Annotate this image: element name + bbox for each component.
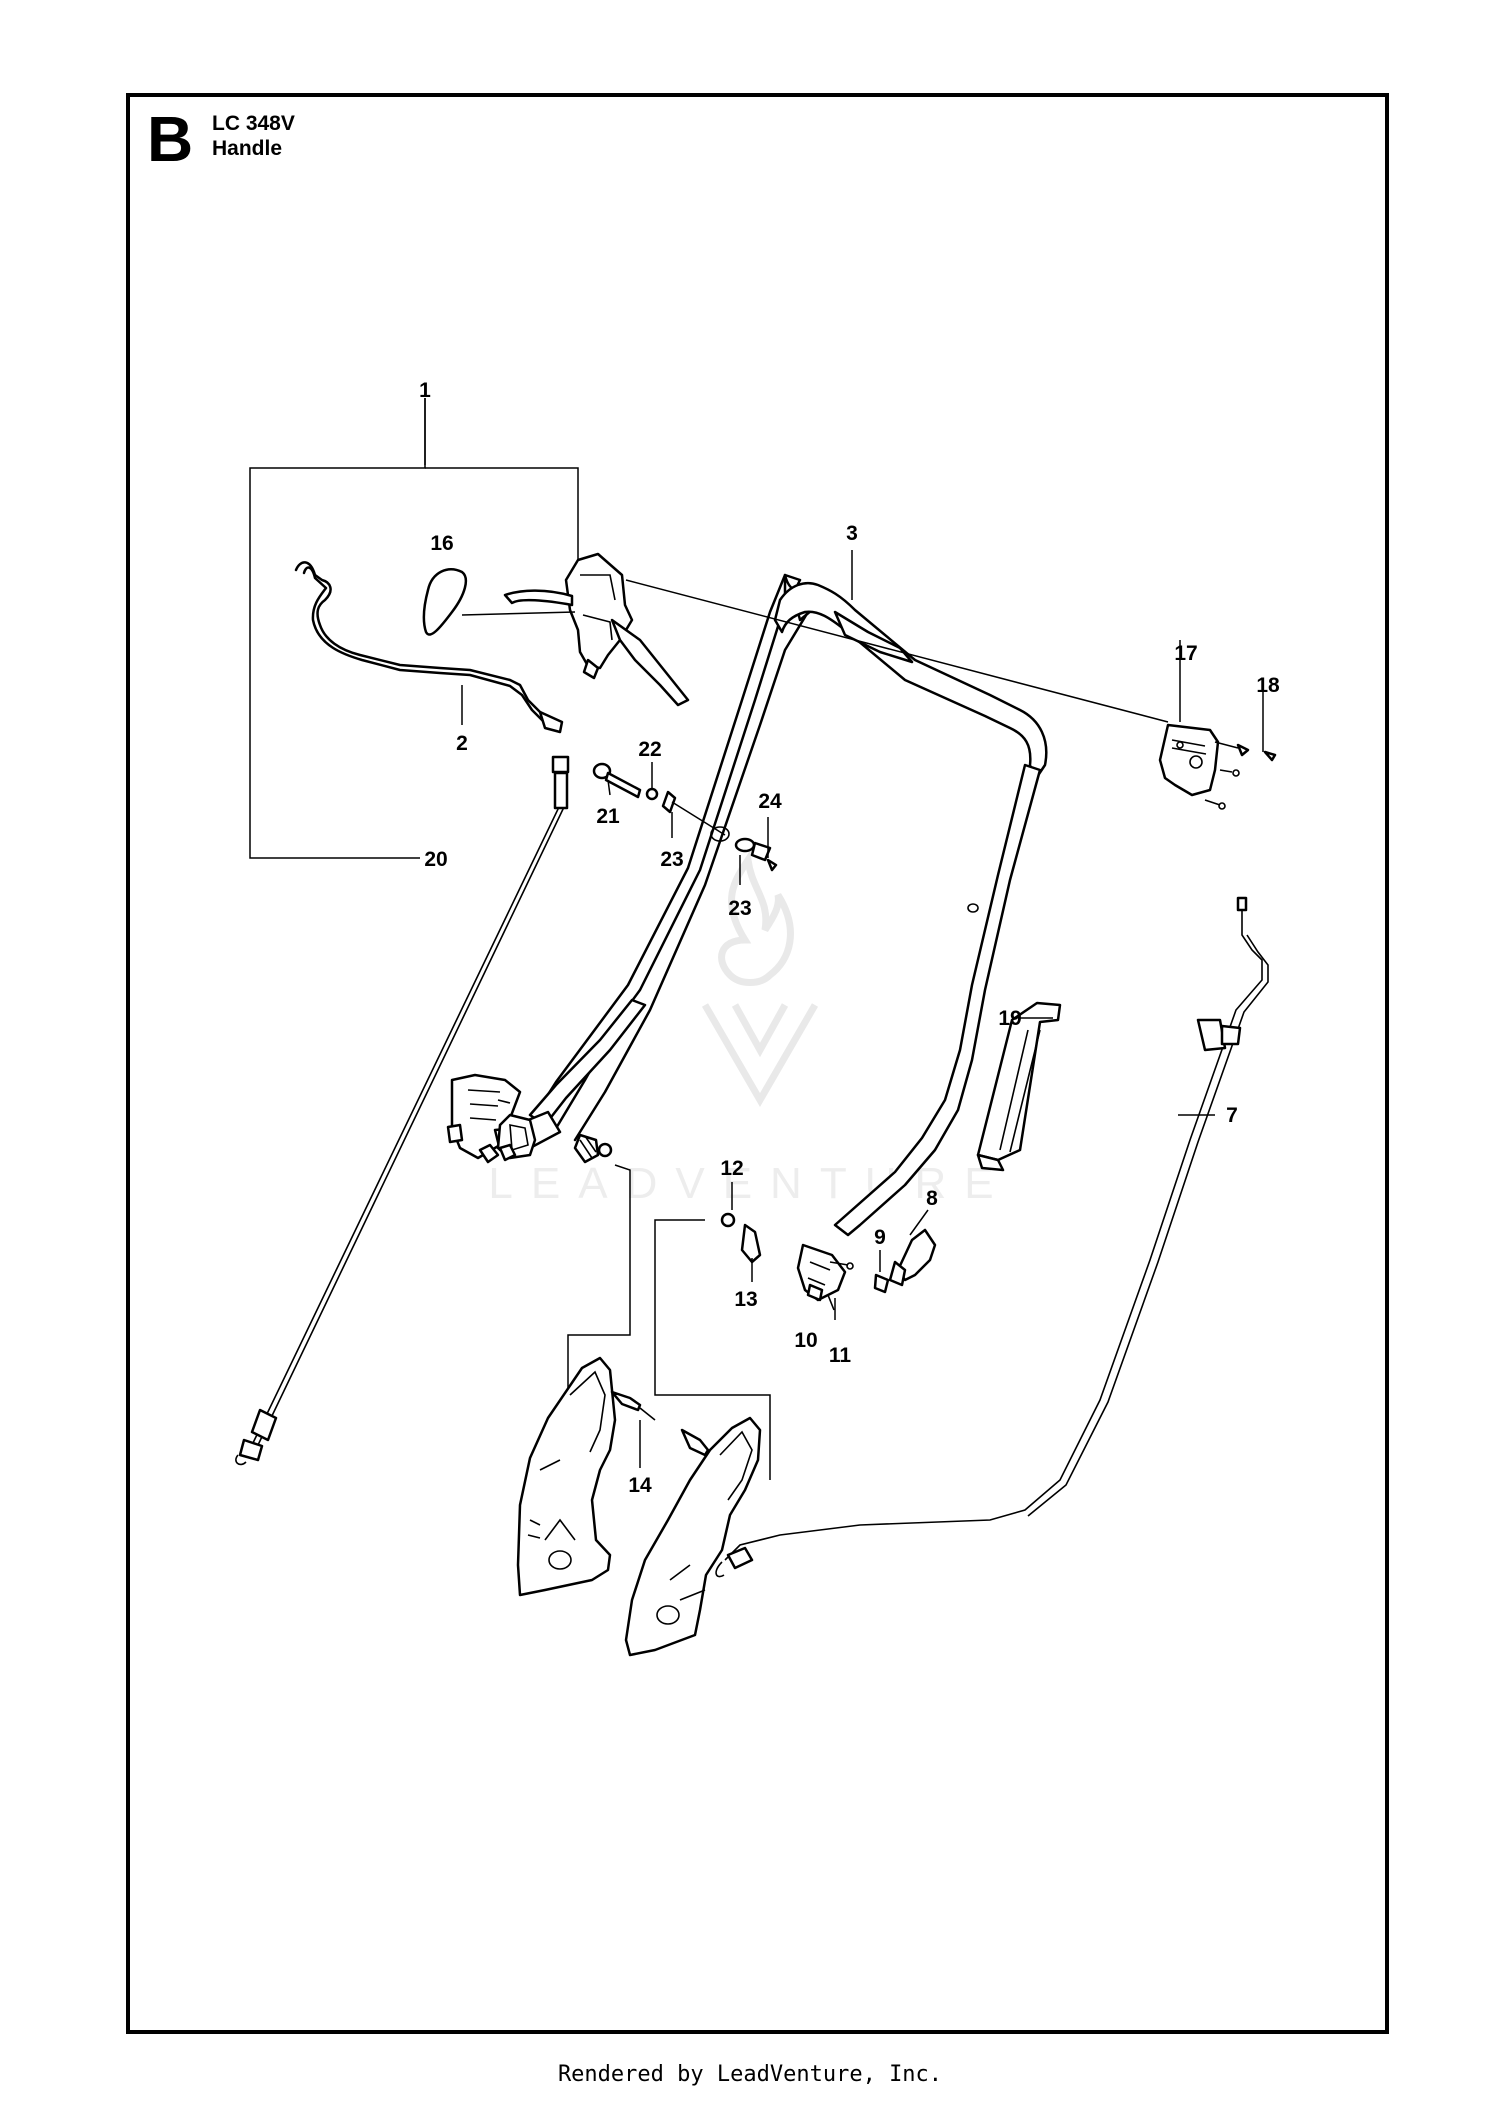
right-pivot-plate <box>624 1416 762 1657</box>
callout-8: 8 <box>926 1187 938 1210</box>
callout-3: 3 <box>846 522 858 545</box>
callout-14: 14 <box>628 1474 652 1497</box>
left-height-adjuster <box>446 1073 613 1164</box>
upper-handle-bar <box>533 573 1048 1237</box>
section-letter: B <box>147 103 194 175</box>
assembly-line-control <box>625 579 1169 723</box>
watermark-logo <box>701 850 819 1107</box>
callout-20: 20 <box>424 848 447 871</box>
callout-22: 22 <box>638 738 661 761</box>
callout-1: 1 <box>419 379 431 402</box>
callout-7: 7 <box>1226 1104 1238 1127</box>
model-name: LC 348V <box>212 112 295 135</box>
throttle-cable <box>235 755 570 1466</box>
right-height-adjuster <box>720 1212 937 1311</box>
lower-left-handle <box>514 998 647 1150</box>
callout-23a: 23 <box>660 848 683 871</box>
callout-19: 19 <box>998 1007 1021 1030</box>
control-rod <box>294 561 564 734</box>
assembly-brackets <box>567 1164 771 1480</box>
callout-13: 13 <box>734 1288 757 1311</box>
footer-credit: Rendered by LeadVenture, Inc. <box>557 2062 943 2087</box>
callout-17: 17 <box>1174 642 1197 665</box>
handle-cap <box>422 568 468 636</box>
callout-9: 9 <box>874 1226 886 1249</box>
callout-10: 10 <box>794 1329 817 1352</box>
drive-cable <box>715 896 1269 1578</box>
callout-16: 16 <box>430 532 453 555</box>
callout-21: 21 <box>596 805 620 828</box>
callout-2: 2 <box>456 732 468 755</box>
cable-bracket <box>1158 723 1277 810</box>
cable-clip-hardware <box>592 762 778 872</box>
callout-18: 18 <box>1256 674 1280 697</box>
diagram-frame <box>126 93 1389 2034</box>
callouts: 1 2 3 7 8 9 10 11 12 13 14 16 17 18 19 2… <box>419 379 1280 1497</box>
handle-foam-grip <box>976 1001 1062 1172</box>
callout-11: 11 <box>829 1344 852 1367</box>
callout-24: 24 <box>758 790 782 813</box>
control-box <box>503 552 690 707</box>
kit-bracket <box>249 398 579 859</box>
left-pivot-plate <box>516 1356 656 1597</box>
callout-23b: 23 <box>728 897 751 920</box>
diagram-title: Handle <box>212 137 283 160</box>
callout-12: 12 <box>720 1157 743 1180</box>
leader-lines <box>424 398 1264 1468</box>
